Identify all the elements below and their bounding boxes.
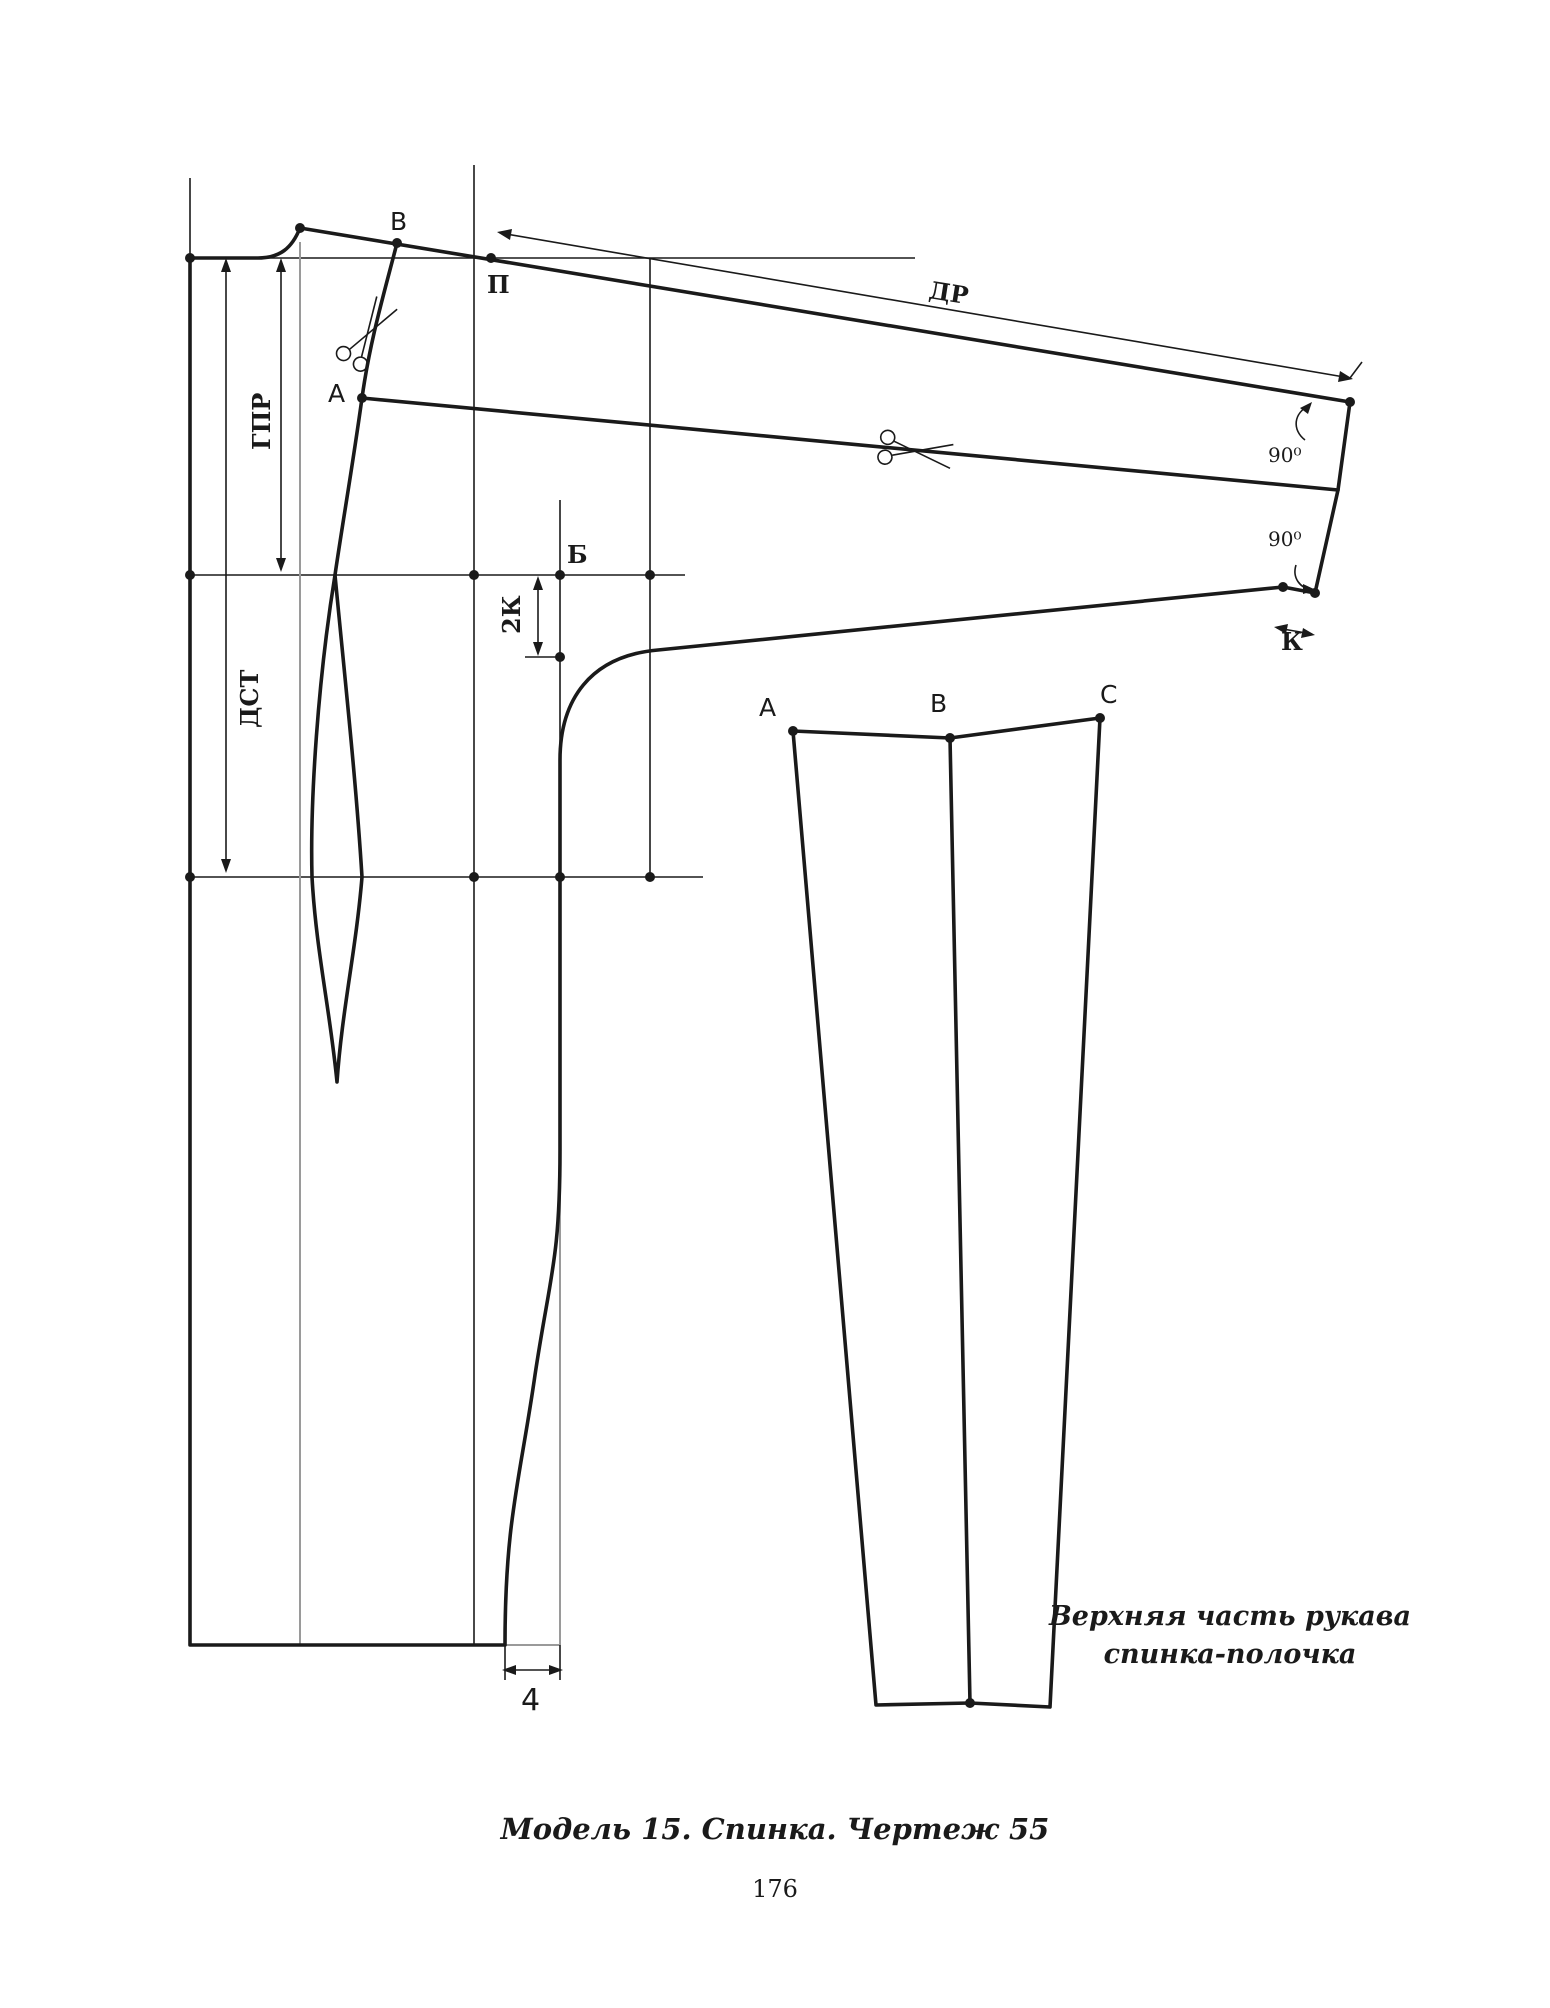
sleeve-piece xyxy=(791,716,1102,1709)
label-dr: ДР xyxy=(927,275,970,310)
label-gpr: ГПР xyxy=(247,393,276,450)
scissors-icon xyxy=(877,429,954,470)
label-two-k: 2К xyxy=(497,595,526,634)
side-dart xyxy=(309,573,364,1084)
page-number: 176 xyxy=(752,1875,798,1903)
pattern-outline xyxy=(188,226,1352,1709)
label-point-b: Б xyxy=(567,540,588,569)
label-angle-bottom: 90⁰ xyxy=(1268,527,1301,551)
label-point-a: А xyxy=(328,379,345,408)
label-k: К xyxy=(1281,627,1303,656)
scissors-icon xyxy=(335,296,398,372)
sleeve-cut-line xyxy=(360,396,1340,492)
label-angle-top: 90⁰ xyxy=(1268,443,1301,467)
armhole-line xyxy=(333,241,399,577)
label-dst: ДСТ xyxy=(235,670,264,728)
label-point-v: В xyxy=(390,207,407,236)
sleeve-caption-line1: Верхняя часть рукава xyxy=(1048,1601,1412,1632)
label-point-p: П xyxy=(487,270,510,299)
reference-points xyxy=(185,223,1355,1708)
label-hem-allowance: 4 xyxy=(521,1683,540,1718)
labels: В П А Б ДР ГПР ДСТ 2К К 90⁰ 90⁰ 4 А В С xyxy=(235,207,1303,1718)
label-sleeve-c: С xyxy=(1100,680,1117,709)
sleeve-caption: Верхняя часть рукава спинка-полочка xyxy=(1010,1598,1450,1674)
label-sleeve-a: А xyxy=(759,693,776,722)
dimension-lines xyxy=(221,229,1363,1680)
construction-lines xyxy=(189,165,915,1646)
label-sleeve-b: В xyxy=(930,689,947,718)
sleeve-center-line xyxy=(948,736,972,1705)
sleeve-caption-line2: спинка-полочка xyxy=(1103,1639,1357,1670)
back-outline xyxy=(188,226,1352,1647)
figure-caption: Модель 15. Спинка. Чертеж 55 xyxy=(500,1812,1050,1846)
right-angle-marks xyxy=(1294,402,1316,594)
